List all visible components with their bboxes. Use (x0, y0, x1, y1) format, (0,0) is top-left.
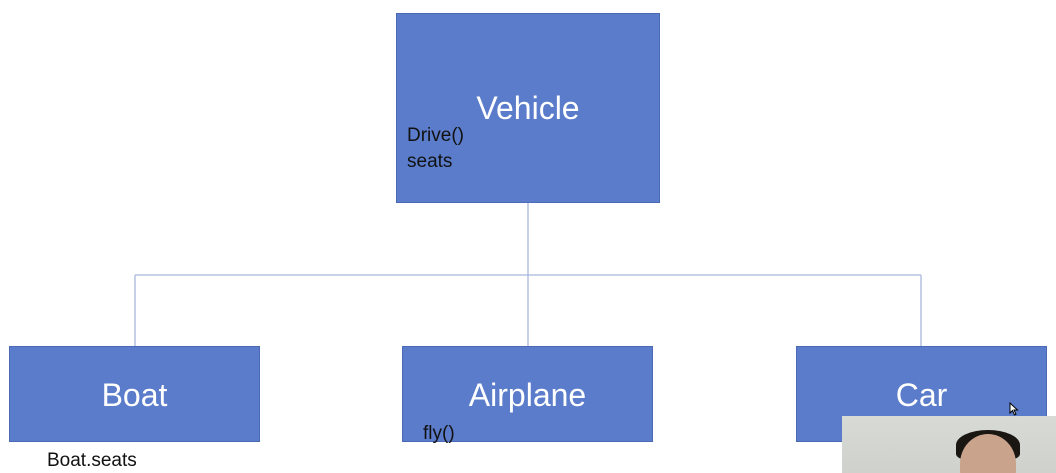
airplane-box: Airplane fly() (402, 346, 653, 444)
boat-seats-note: Boat.seats (47, 450, 137, 471)
airplane-title: Airplane (468, 377, 587, 413)
car-title: Car (895, 377, 948, 413)
vehicle-title: Vehicle (476, 90, 580, 126)
airplane-note: fly() (423, 423, 455, 444)
boat-box: Boat (9, 346, 260, 442)
vehicle-member-drive: Drive() (407, 125, 464, 146)
vehicle-member-seats: seats (407, 151, 453, 173)
webcam-overlay (842, 416, 1056, 473)
vehicle-box: Vehicle Drive() seats (396, 13, 660, 203)
vehicle-members: Drive() seats (407, 123, 464, 175)
arrow-cursor-icon (1009, 402, 1019, 416)
boat-title: Boat (101, 377, 168, 413)
